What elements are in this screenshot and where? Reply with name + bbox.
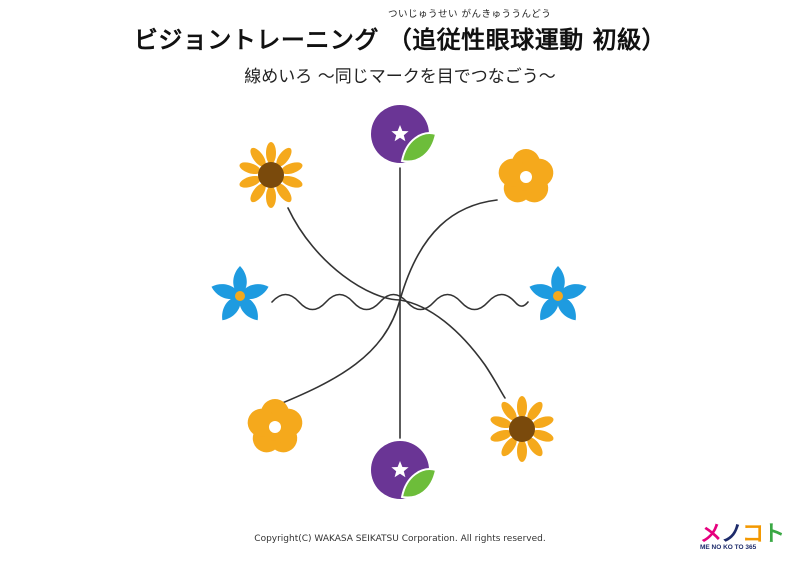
blue-flower-icon bbox=[211, 266, 269, 321]
title-ruby: ついじゅうせい がんきゅううんどう bbox=[388, 9, 552, 20]
logo-subtitle: ME NO KO TO 365 bbox=[700, 544, 757, 551]
copyright-text: Copyright(C) WAKASA SEIKATSU Corporation… bbox=[254, 534, 546, 544]
berry-icon bbox=[371, 441, 438, 499]
logo-wordmark: メノコト bbox=[700, 521, 785, 546]
page-title: ビジョントレーニング （追従性眼球運動 初級） bbox=[133, 26, 667, 54]
blue-flower-mark-right bbox=[529, 266, 587, 321]
maze-line-sunflower bbox=[287, 207, 506, 399]
berry-mark-bottom bbox=[371, 441, 438, 499]
maze-lines bbox=[269, 167, 529, 439]
berry-icon bbox=[371, 105, 438, 163]
maze-line-blue bbox=[271, 293, 529, 311]
plum-flower-icon bbox=[498, 149, 554, 203]
page-subtitle: 線めいろ ～同じマークを目でつなごう～ bbox=[244, 67, 556, 87]
blue-flower-mark-left bbox=[211, 266, 269, 321]
menokoto-logo: メノコト ME NO KO TO 365 bbox=[700, 516, 795, 558]
plum-flower-mark-bottom-left bbox=[247, 399, 303, 453]
berry-mark-top bbox=[371, 105, 438, 163]
maze-line-plum bbox=[269, 199, 498, 409]
blue-flower-icon bbox=[529, 266, 587, 321]
sunflower-icon bbox=[239, 142, 303, 208]
sunflower-mark-bottom-right bbox=[490, 396, 554, 462]
sunflower-mark-top-left bbox=[239, 142, 303, 208]
sunflower-icon bbox=[490, 396, 554, 462]
plum-flower-icon bbox=[247, 399, 303, 453]
plum-flower-mark-top-right bbox=[498, 149, 554, 203]
